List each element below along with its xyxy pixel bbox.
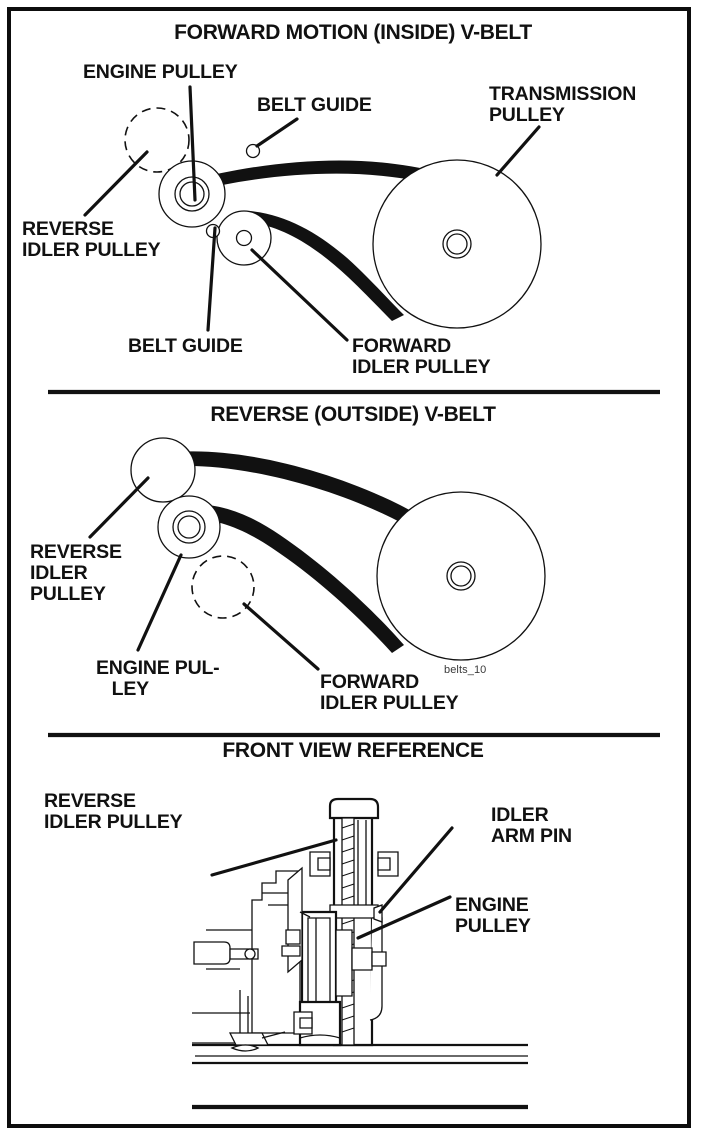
section-title-reverse: REVERSE (OUTSIDE) V-BELT — [210, 403, 496, 426]
callout-forward-idler-pulley-reverse: FORWARD IDLER PULLEY — [320, 671, 459, 715]
callout-reverse-idler-pulley-reverse: REVERSE IDLER PULLEY — [30, 541, 122, 606]
callout-belt-guide-upper: BELT GUIDE — [257, 94, 372, 116]
callout-engine-pulley-front: ENGINE PULLEY — [455, 894, 531, 938]
callout-transmission-pulley: TRANSMISSION PULLEY — [489, 83, 637, 127]
drawing-number-watermark: belts_10 — [444, 664, 487, 676]
callout-engine-pulley-forward: ENGINE PULLEY — [83, 61, 238, 83]
callout-forward-idler-pulley: FORWARD IDLER PULLEY — [352, 335, 491, 379]
section-title-front-view: FRONT VIEW REFERENCE — [222, 739, 484, 762]
callout-belt-guide-lower: BELT GUIDE — [128, 335, 243, 357]
callout-reverse-idler-pulley-front: REVERSE IDLER PULLEY — [44, 790, 183, 834]
section-title-forward: FORWARD MOTION (INSIDE) V-BELT — [174, 21, 532, 44]
callout-reverse-idler-pulley-forward: REVERSE IDLER PULLEY — [22, 218, 161, 262]
callout-idler-arm-pin: IDLER ARM PIN — [491, 804, 572, 848]
callout-engine-pulley-reverse: ENGINE PUL- LEY — [96, 657, 220, 701]
